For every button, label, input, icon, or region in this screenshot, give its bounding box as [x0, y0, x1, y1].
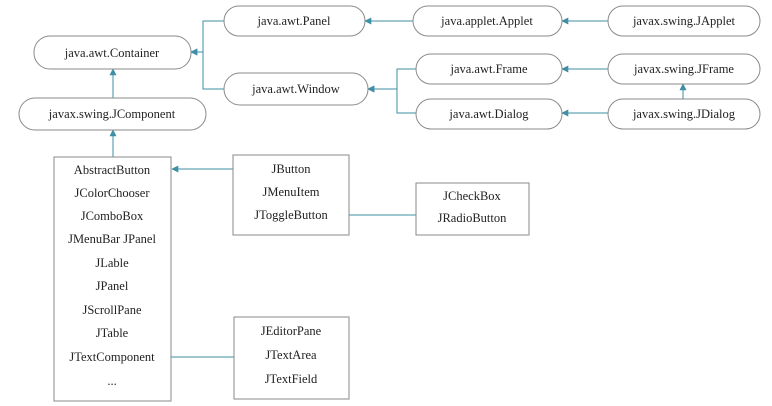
box-jcomponent-subclasses: AbstractButton JColorChooser JComboBox J… [53, 156, 172, 402]
list-item: JTable [96, 326, 129, 340]
edge-panel-to-container [190, 20, 224, 56]
node-java-awt-dialog: java.awt.Dialog [415, 98, 563, 130]
node-java-awt-frame: java.awt.Frame [415, 53, 563, 85]
list-item: JCheckBox [443, 189, 501, 203]
list-item: JTextComponent [69, 350, 155, 364]
box-abstractbutton-subclasses: JButton JMenuItem JToggleButton [232, 154, 350, 236]
node-label: javax.swing.JApplet [632, 14, 736, 28]
list-item: JColorChooser [75, 186, 151, 200]
node-label: java.awt.Container [64, 46, 160, 60]
node-label: java.awt.Window [251, 82, 340, 96]
node-javax-swing-jdialog: javax.swing.JDialog [607, 98, 761, 130]
list-item: ... [107, 374, 116, 388]
list-item: JLable [95, 256, 129, 270]
box-jtextcomponent-subclasses: JEditorPane JTextArea JTextField [233, 316, 350, 400]
node-java-applet-applet: java.applet.Applet [412, 5, 563, 37]
node-label: java.applet.Applet [440, 14, 533, 28]
node-javax-swing-japplet: javax.swing.JApplet [607, 5, 761, 37]
list-item: JTextField [265, 372, 318, 386]
list-item: JScrollPane [82, 303, 141, 317]
node-java-awt-panel: java.awt.Panel [223, 5, 366, 37]
node-label: java.awt.Panel [257, 14, 331, 28]
list-item: JRadioButton [438, 211, 508, 225]
node-label: java.awt.Dialog [448, 107, 529, 121]
box-jtogglebutton-subclasses: JCheckBox JRadioButton [415, 182, 530, 236]
list-item: JEditorPane [261, 324, 322, 338]
node-label: javax.swing.JFrame [633, 62, 734, 76]
list-item: AbstractButton [74, 163, 151, 177]
edge-window-to-container [190, 48, 224, 90]
node-java-awt-window: java.awt.Window [223, 72, 369, 106]
node-label: javax.swing.JDialog [632, 107, 736, 121]
edges [109, 17, 687, 361]
node-java-awt-container: java.awt.Container [33, 35, 192, 70]
node-javax-swing-jcomponent: javax.swing.JComponent [18, 97, 207, 131]
list-item: JMenuItem [263, 185, 320, 199]
list-item: JMenuBar JPanel [68, 232, 156, 246]
edge-dialog-to-window [367, 85, 416, 114]
node-javax-swing-jframe: javax.swing.JFrame [607, 53, 761, 85]
list-item: JComboBox [81, 209, 144, 223]
node-label: javax.swing.JComponent [48, 107, 176, 121]
list-item: JPanel [96, 279, 129, 293]
list-item: JTextArea [265, 348, 317, 362]
node-label: java.awt.Frame [449, 62, 528, 76]
list-item: JButton [272, 162, 312, 176]
edge-frame-to-window [367, 68, 416, 93]
list-item: JToggleButton [254, 208, 328, 222]
